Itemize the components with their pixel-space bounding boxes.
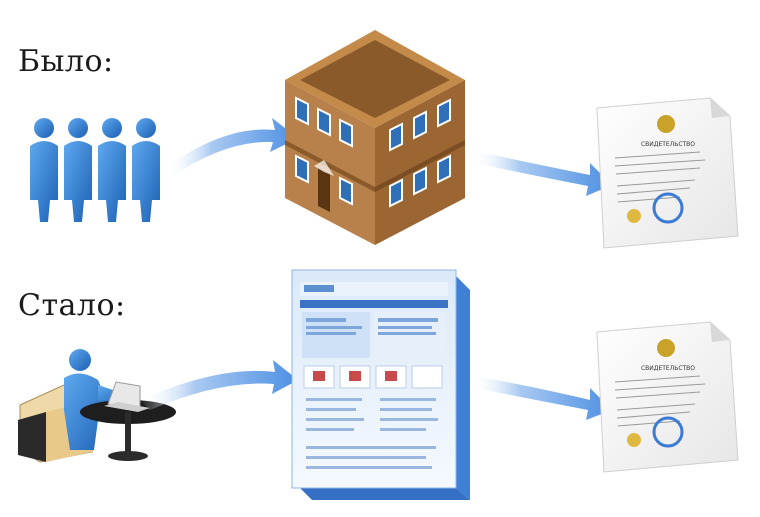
curved-arrow-icon bbox=[140, 360, 298, 410]
after-label: Стало: bbox=[18, 288, 126, 323]
curved-arrow-icon bbox=[470, 150, 612, 196]
certificate-document-icon: СВИДЕТЕЛЬСТВО bbox=[596, 97, 739, 249]
certificate-title: СВИДЕТЕЛЬСТВО bbox=[641, 141, 695, 148]
certificate-document-icon: СВИДЕТЕЛЬСТВО bbox=[596, 321, 739, 473]
curved-arrow-icon bbox=[165, 118, 298, 178]
web-portal-screen-icon bbox=[291, 269, 470, 500]
curved-arrow-icon bbox=[470, 375, 612, 420]
building-icon bbox=[285, 30, 465, 245]
certificate-title: СВИДЕТЕЛЬСТВО bbox=[641, 365, 695, 372]
person-at-computer-icon bbox=[18, 349, 176, 463]
people-crowd-icon bbox=[30, 118, 160, 222]
before-label: Было: bbox=[18, 44, 114, 79]
